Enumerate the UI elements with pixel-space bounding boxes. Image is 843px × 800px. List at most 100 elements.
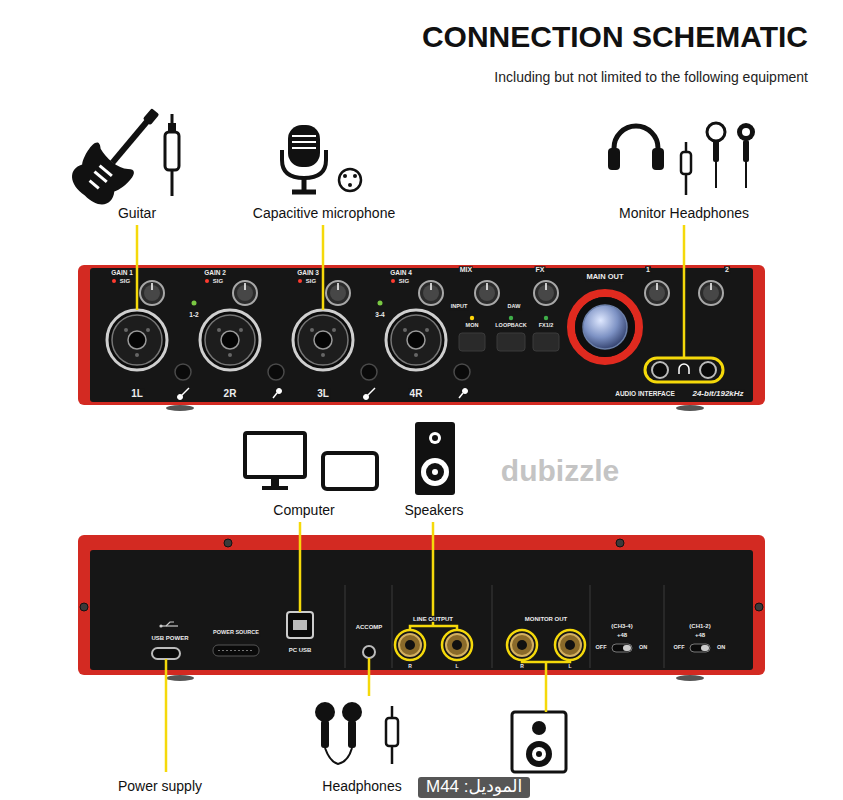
cable-line — [368, 658, 371, 675]
speaker-icon — [415, 422, 455, 495]
earbuds-icon — [713, 140, 719, 162]
computer-icon — [245, 433, 305, 477]
monitor-speaker-icon — [532, 747, 546, 761]
computer-icon — [271, 477, 279, 486]
cable-line — [137, 265, 684, 712]
panel-label: FX1/2 — [538, 323, 555, 329]
signal-led — [205, 279, 209, 283]
device-label: Headphones — [322, 779, 401, 794]
panel-label: OFF — [673, 645, 686, 651]
mode-led — [470, 316, 474, 320]
gain-knob — [326, 281, 350, 305]
title: CONNECTION SCHEMATIC — [422, 22, 808, 52]
section-divider — [345, 585, 664, 668]
panel-label: SIG — [119, 278, 131, 284]
microphone-icon — [282, 125, 326, 192]
output-jack — [555, 630, 585, 660]
usb-c-port — [152, 648, 180, 659]
device-node: Power supply — [112, 772, 208, 798]
speaker-icon — [429, 432, 441, 444]
headphone-jack — [645, 358, 723, 382]
panel-label: (CH1-2) — [688, 623, 711, 629]
panel-label: GAIN 1 — [110, 270, 134, 277]
panel-label: +48 — [694, 632, 706, 638]
device-label: Capacitive microphone — [253, 206, 395, 221]
mode-button — [459, 333, 485, 351]
mini-jack-plug-icon — [681, 152, 691, 174]
device-label: Guitar — [118, 206, 156, 221]
panel-label: DAW — [507, 304, 522, 310]
back-panel — [676, 675, 704, 681]
combo-input — [107, 310, 446, 370]
panel-label: +48 — [616, 632, 628, 638]
usb-c-port — [162, 625, 178, 626]
inst-button — [175, 364, 191, 380]
cable-connector — [299, 522, 302, 535]
guitar-icon — [94, 171, 108, 184]
usb-c-port — [159, 624, 162, 627]
cable-line — [299, 535, 302, 612]
main-volume-knob — [571, 293, 639, 361]
accomp-jack — [363, 646, 375, 658]
panel-label: 1-2 — [188, 312, 199, 319]
panel-label: ON — [716, 645, 726, 651]
speaker-icon — [432, 469, 438, 475]
input-type-icon — [277, 389, 282, 394]
panel-screw — [80, 603, 88, 611]
panel-label: SIG — [398, 278, 410, 284]
combo-input — [200, 310, 260, 370]
mode-button — [533, 333, 559, 351]
signal-led — [378, 301, 383, 306]
panel-screw — [616, 539, 624, 547]
xlr-symbol — [339, 169, 361, 191]
headphone-jack — [645, 358, 723, 382]
earphones-icon — [342, 702, 362, 722]
monitor-speaker-icon — [526, 741, 552, 767]
subtitle: Including but not limited to the followi… — [494, 70, 808, 85]
inst-button — [268, 364, 284, 380]
device-label: Speakers — [404, 503, 463, 518]
earbuds-icon — [742, 128, 750, 136]
panel-label: SIG — [212, 278, 224, 284]
mix-fx-knob — [475, 281, 558, 305]
front-panel — [166, 405, 194, 411]
panel-label: (CH3-4) — [610, 623, 633, 629]
panel-label: POWER SOURCE — [212, 630, 260, 636]
device-node: Capacitive microphone — [247, 115, 401, 225]
guitar-icon — [143, 108, 160, 125]
back-panel — [90, 550, 753, 670]
panel-label: 3L — [316, 389, 330, 400]
signal-led — [112, 279, 395, 306]
back-panel — [78, 535, 765, 681]
device-node: Monitor Headphones — [606, 115, 762, 225]
jack-plug-icon — [168, 123, 176, 132]
panel-label: AUDIO INTERFACE — [614, 391, 676, 398]
section-divider — [590, 585, 591, 668]
gain-knob — [140, 281, 164, 305]
usb-b-port — [293, 620, 307, 630]
earphones-icon — [348, 720, 356, 748]
output-jack — [395, 630, 585, 660]
cable-line — [522, 660, 570, 712]
panel-label: MAIN OUT — [585, 273, 624, 281]
earphones-icon — [391, 706, 394, 718]
speaker-icon — [432, 435, 438, 441]
section-divider — [664, 585, 665, 668]
combo-input — [107, 310, 167, 370]
panel-label: LINE OUTPUT — [412, 616, 454, 622]
section-divider — [492, 585, 493, 668]
panel-label: INPUT — [450, 304, 469, 310]
device-node: Computer — [231, 425, 377, 522]
signal-led — [112, 279, 116, 283]
cable-connector — [322, 225, 325, 265]
output-jack — [395, 630, 425, 660]
panel-label: ACCOMP — [355, 624, 384, 630]
power-switch — [213, 645, 259, 656]
front-panel — [78, 265, 765, 411]
panel-label: R — [519, 664, 525, 669]
cable-connector — [432, 522, 435, 535]
inst-button — [454, 364, 470, 380]
